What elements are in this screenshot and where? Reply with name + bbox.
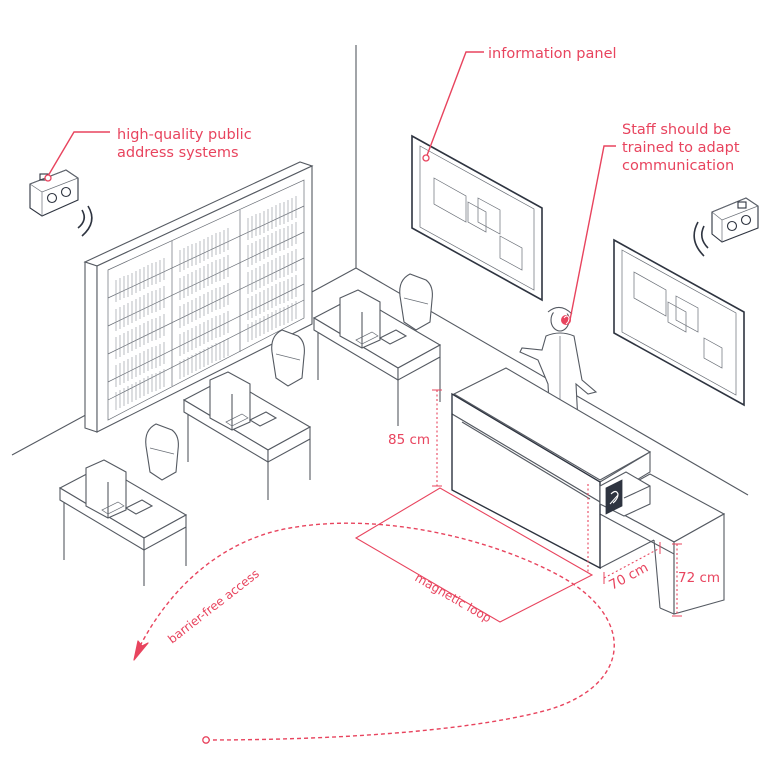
speaker-icon [693, 197, 759, 257]
workstation-middle [182, 329, 312, 500]
dimension-85cm [432, 389, 442, 487]
bookshelf [83, 161, 314, 433]
callout-info-panel [422, 51, 484, 162]
low-height-label: 72 cm [678, 570, 720, 586]
dimension-72cm [672, 543, 682, 617]
reception-desk [451, 367, 726, 615]
information-panel-right [613, 238, 745, 407]
barrier-free-access-path [133, 522, 615, 744]
callout-pa-systems [44, 131, 110, 182]
information-panel-left [411, 134, 543, 302]
callout-staff [561, 145, 616, 325]
barrier-free-label: barrier-free access [165, 567, 262, 647]
hearing-loop-sign-icon [605, 479, 623, 515]
magnetic-loop-label: magnetic loop [413, 570, 494, 625]
workstation-back [312, 273, 442, 426]
speaker-icon [29, 169, 93, 237]
dimension-70cm [587, 484, 661, 584]
workstation-front [58, 423, 188, 586]
info-panel-label: information panel [488, 46, 617, 62]
magnetic-loop-area [354, 487, 594, 623]
ear-icon [561, 315, 571, 325]
desk-height-label: 85 cm [388, 432, 430, 448]
